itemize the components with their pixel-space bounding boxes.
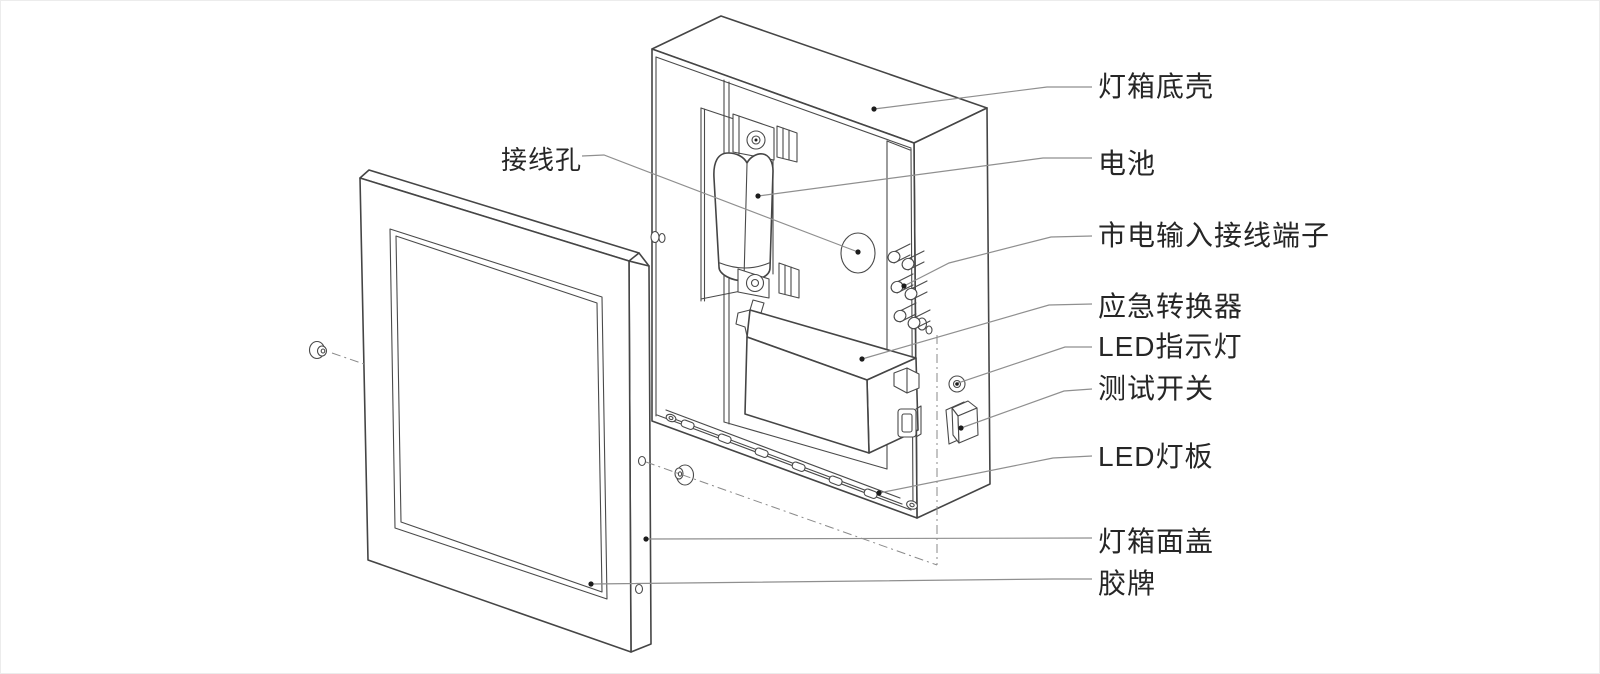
battery-seam [743, 163, 748, 280]
leader-sign-panel [590, 578, 1092, 585]
label-sign-panel: 胶牌 [1098, 568, 1157, 599]
left-screw-center [320, 348, 326, 354]
back-box [650, 15, 991, 565]
battery-bottom-cap [719, 262, 770, 269]
led-board-screw-left [665, 413, 677, 423]
mains-terminals [887, 243, 931, 330]
cable-clamp-blocks [893, 367, 922, 438]
led-modules [680, 419, 878, 499]
bracket-bottom-tab [778, 262, 800, 299]
right-wall-top-seam [886, 140, 911, 151]
label-box-shell: 灯箱底壳 [1098, 71, 1215, 102]
emergency-converter [735, 299, 919, 454]
label-wiring-hole: 接线孔 [501, 145, 583, 175]
front-cover [359, 169, 652, 653]
label-mains-input-terminal: 市电输入接线端子 [1098, 220, 1331, 251]
led-board [665, 409, 918, 510]
battery [713, 152, 774, 282]
label-battery: 电池 [1098, 148, 1157, 179]
right-screw-center [677, 471, 683, 477]
battery-body [713, 152, 774, 282]
sign-panel-outline [395, 235, 603, 593]
leader-box-shell [873, 86, 1092, 110]
left-screw-axis-line [331, 352, 365, 365]
led-board-bottom-edge [668, 416, 903, 505]
cover-screw-hole-top [637, 455, 647, 467]
bottom-clamp-screw [745, 273, 765, 293]
leader-test-switch [960, 388, 1093, 429]
right-screw-axis-line [645, 461, 938, 566]
label-test-switch: 测试开关 [1098, 373, 1215, 404]
rim-screw-left [650, 230, 666, 244]
clamp-block-lower [897, 405, 922, 438]
left-screw-head [316, 345, 328, 357]
rim-inner-right [910, 148, 914, 510]
label-box-front-cover: 灯箱面盖 [1098, 526, 1215, 557]
label-emergency-converter: 应急转换器 [1098, 291, 1244, 322]
led-board-screw-right [906, 500, 918, 510]
test-switch [945, 400, 979, 445]
leader-battery [757, 157, 1092, 197]
cover-screw-hole-bottom [634, 583, 644, 595]
battery-bracket [700, 107, 798, 302]
leader-mains-terminal [903, 235, 1093, 287]
leader-converter [861, 303, 1093, 360]
front-cover-front-face [359, 177, 632, 653]
label-led-board: LED灯板 [1098, 441, 1214, 472]
cover-screws [308, 340, 938, 566]
leader-led-board [878, 455, 1093, 494]
leader-led-indicator [957, 346, 1092, 384]
rim-inner-top [655, 56, 912, 149]
converter-top-tab [749, 299, 765, 314]
leader-lines [581, 86, 1093, 587]
converter-front-face [744, 336, 870, 454]
floor-back-edge [723, 421, 888, 470]
converter-left-tab [735, 309, 751, 337]
leader-wiring-hole [581, 154, 859, 253]
bracket-top-tab [776, 125, 798, 163]
front-cover-corner-edge [638, 252, 650, 267]
leader-front-cover [645, 537, 1093, 540]
front-cover-inner-frame [389, 228, 608, 600]
label-led-indicator: LED指示灯 [1098, 331, 1243, 362]
bracket-bottom-edge [700, 290, 742, 300]
battery-bottom-clamp [737, 262, 800, 299]
led-board-top-edge [665, 409, 901, 499]
box-right-face [913, 107, 991, 519]
